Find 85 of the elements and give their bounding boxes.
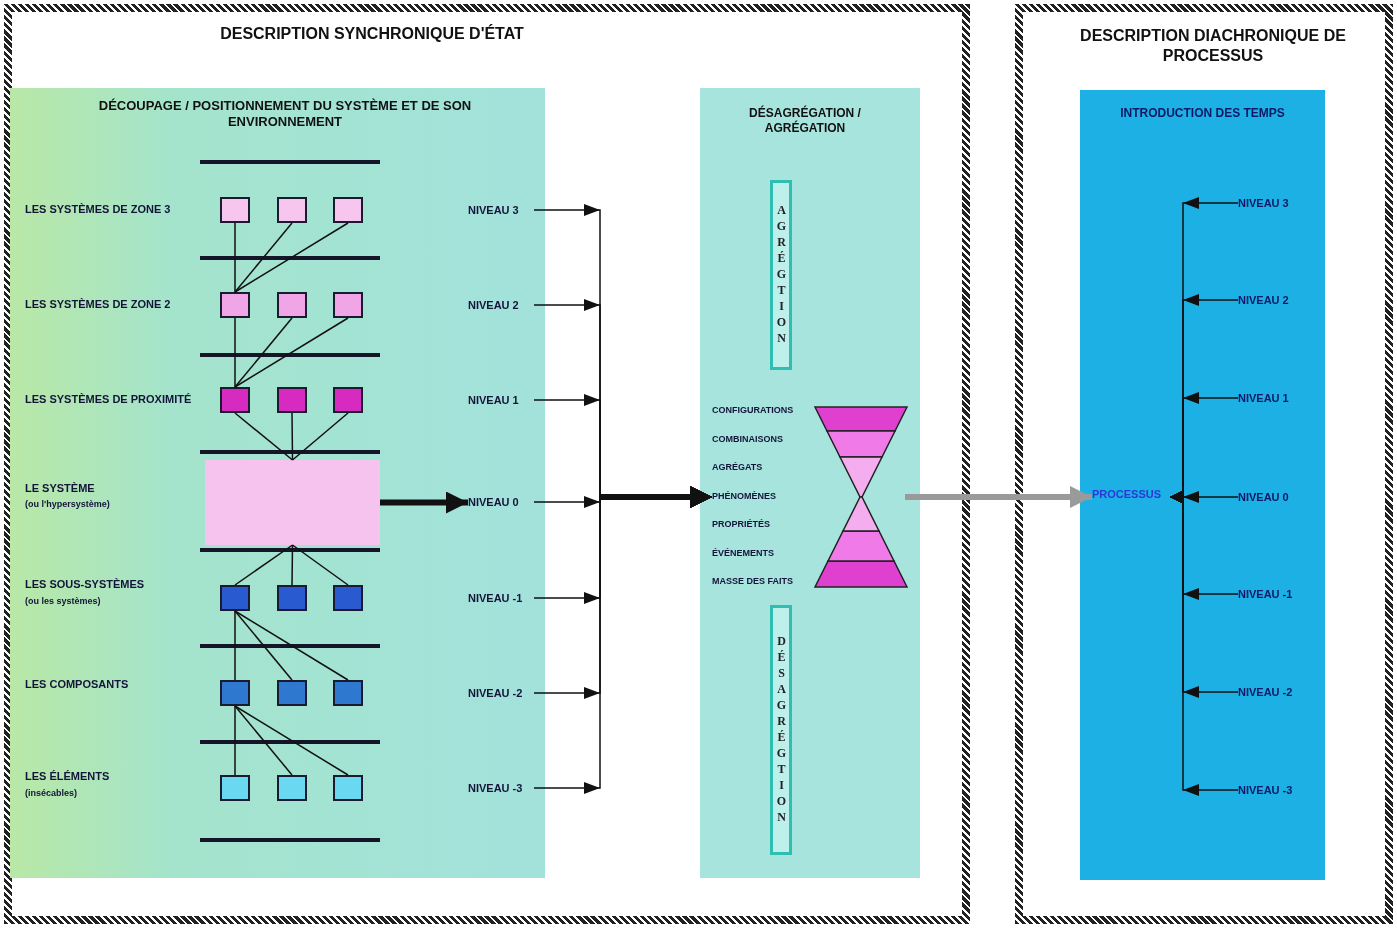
level-label: NIVEAU 3 [1238, 194, 1289, 212]
row-label: LES SYSTÈMES DE ZONE 3 [25, 203, 171, 215]
connector-line [234, 705, 236, 776]
row-label: LES SYSTÈMES DE PROXIMITÉ [25, 393, 192, 405]
connector-line [234, 610, 293, 681]
row-note: (ou l'hypersystème) [25, 499, 110, 509]
level-label: NIVEAU 1 [1238, 389, 1289, 407]
system-square [220, 292, 250, 318]
system-square [277, 387, 307, 413]
system-square [220, 680, 250, 706]
row-note: (ou les systèmes) [25, 596, 101, 606]
system-square [220, 775, 250, 801]
level-label: NIVEAU 0 [1238, 488, 1289, 506]
system-square [277, 197, 307, 223]
connector-line [291, 412, 349, 461]
level-label: NIVEAU -3 [1238, 781, 1293, 799]
panel-title: DÉCOUPAGE / POSITIONNEMENT DU SYSTÈME ET DE SON ENVIRONNEMENT [97, 98, 473, 131]
system-square [220, 197, 250, 223]
level-label: NIVEAU 1 [468, 391, 519, 409]
connector-line [234, 317, 236, 388]
level-label: NIVEAU -1 [1238, 585, 1293, 603]
system-square [277, 775, 307, 801]
band-label: PHÉNOMÈNES [712, 490, 776, 501]
hatched-frame [1015, 4, 1393, 924]
level-label: NIVEAU -3 [468, 779, 523, 797]
row-label: LES SYSTÈMES DE ZONE 2 [25, 298, 171, 310]
system-square [333, 585, 363, 611]
row-label: LE SYSTÈME [25, 482, 95, 494]
connector-line [291, 544, 349, 586]
connector-line [291, 412, 294, 461]
vertical-label: AGRÉGTION [770, 180, 792, 370]
level-label: NIVEAU -2 [1238, 683, 1293, 701]
level-label: NIVEAU 3 [468, 201, 519, 219]
system-square [277, 292, 307, 318]
connector-line [234, 610, 349, 681]
system-block [205, 460, 380, 545]
band-label: AGRÉGATS [712, 462, 763, 472]
panel [1080, 90, 1325, 880]
arrow [905, 486, 1092, 508]
system-square [333, 292, 363, 318]
system-square [220, 585, 250, 611]
row-label: LES ÉLÉMENTS [25, 770, 110, 782]
connector-line [234, 317, 293, 388]
panel-title: INTRODUCTION DES TEMPS [1119, 106, 1286, 121]
connector-line [234, 610, 236, 681]
band-label: ÉVÉNEMENTS [712, 547, 774, 558]
panel-title: DÉSAGRÉGATION / AGRÉGATION [748, 106, 862, 136]
connector-line [234, 544, 294, 586]
panel [700, 88, 920, 878]
arrow [533, 486, 713, 794]
frame-title: DESCRIPTION SYNCHRONIQUE D'ÉTAT [219, 24, 525, 44]
connector-line [234, 222, 293, 293]
level-label: NIVEAU 0 [468, 493, 519, 511]
system-square [333, 680, 363, 706]
row-label: LES SOUS-SYSTÈMES [25, 578, 145, 590]
arrow [380, 491, 468, 514]
connector-line [234, 705, 349, 776]
row-note: (insécables) [25, 788, 78, 798]
band-label: COMBINAISONS [712, 433, 783, 444]
system-square [333, 197, 363, 223]
system-square [333, 387, 363, 413]
vertical-label: DÉSAGRÉGTION [770, 605, 792, 855]
level-label: NIVEAU 2 [1238, 291, 1289, 309]
connector-line [234, 705, 293, 776]
hatched-frame [4, 4, 970, 924]
system-square [277, 585, 307, 611]
level-label: NIVEAU 2 [468, 296, 519, 314]
system-square [333, 775, 363, 801]
connector-line [234, 317, 349, 388]
process-label: PROCESSUS [1092, 488, 1170, 506]
row-label: LES COMPOSANTS [25, 678, 129, 690]
level-label: NIVEAU -2 [468, 684, 523, 702]
level-label: NIVEAU -1 [468, 589, 523, 607]
band-label: PROPRIÉTÉS [712, 519, 770, 529]
system-square [220, 387, 250, 413]
connector-line [234, 412, 294, 461]
panel [10, 88, 545, 878]
system-square [277, 680, 307, 706]
band-label: MASSE DES FAITS [712, 576, 793, 586]
band-label: CONFIGURATIONS [712, 405, 794, 415]
connector-line [234, 222, 236, 293]
connector-line [234, 222, 349, 293]
connector-line [291, 544, 294, 586]
arrow [1169, 490, 1239, 796]
frame-title: DESCRIPTION DIACHRONIQUE DE PROCESSUS [1079, 26, 1347, 66]
